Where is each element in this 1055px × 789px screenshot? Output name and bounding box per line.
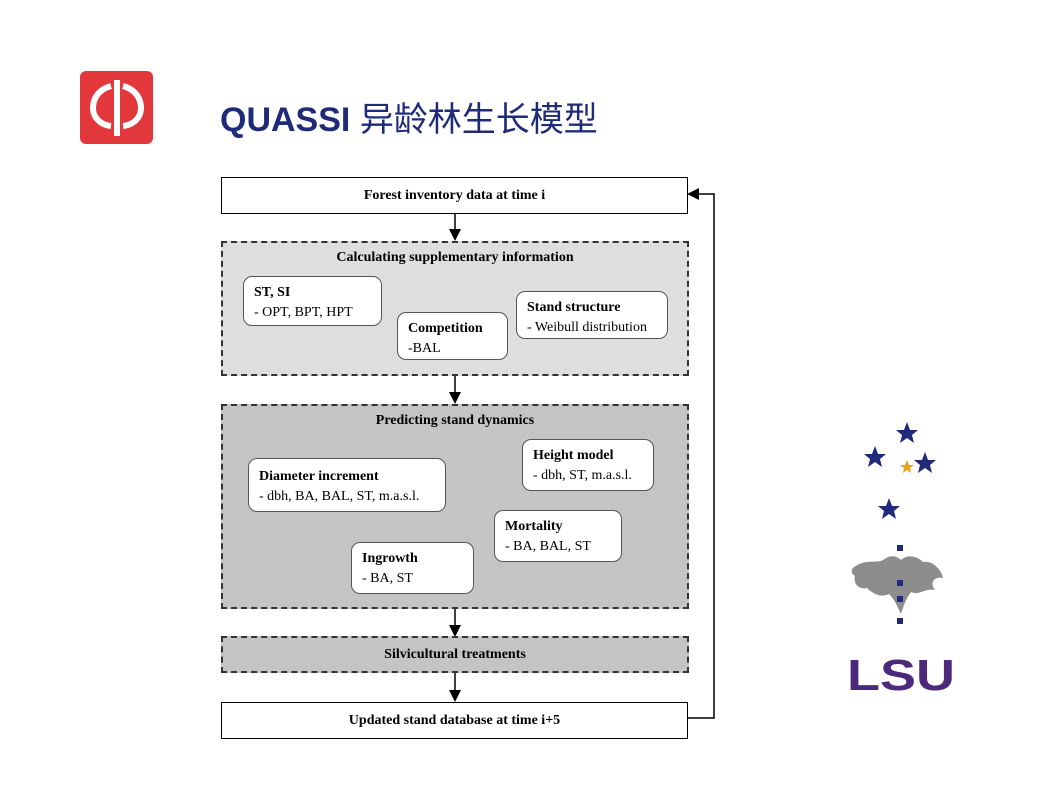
loop-arrow [687,188,715,719]
star-icon [914,452,936,473]
lsu-text: LSU [847,656,955,692]
card-text: - dbh, ST, m.a.s.l. [533,468,632,483]
card-title: Mortality [505,519,563,534]
card-competition: Competition -BAL [397,312,508,360]
title-main: QUASSI [220,101,351,139]
star-icon [864,446,886,467]
card-title: Stand structure [527,300,621,315]
supplementary-label: Calculating supplementary information [336,250,574,265]
card-text: -BAL [408,341,441,356]
end-label: Updated stand database at time i+5 [348,712,561,728]
card-title: Competition [408,321,483,336]
lsu-logo: LSU [847,656,955,692]
card-title: Height model [533,448,614,463]
end-box: Updated stand database at time i+5 [221,702,688,739]
card-title: Diameter increment [259,469,379,484]
star-icon [900,460,914,473]
card-text: - dbh, BA, BAL, ST, m.a.s.l. [259,489,420,504]
card-title: ST, SI [254,285,291,300]
silvicultural-label: Silvicultural treatments [384,646,526,662]
card-text: - Weibull distribution [527,320,647,335]
card-text: - BA, BAL, ST [505,539,591,554]
card-diameter-increment: Diameter increment - dbh, BA, BAL, ST, m… [248,458,446,512]
helsinki-tree-emblem [851,422,943,624]
start-box: Forest inventory data at time i [221,177,688,214]
phi-symbol-icon [89,79,144,136]
card-text: - BA, ST [362,571,413,586]
card-stand-structure: Stand structure - Weibull distribution [516,291,668,339]
card-mortality: Mortality - BA, BAL, ST [494,510,622,562]
slide-title: QUASSI 异龄林生长模型 [220,92,598,141]
card-text: - OPT, BPT, HPT [254,305,353,320]
phi-logo [80,71,153,144]
card-title: Ingrowth [362,551,418,566]
silvicultural-panel: Silvicultural treatments [221,636,689,673]
card-ingrowth: Ingrowth - BA, ST [351,542,474,594]
title-cn: 异龄林生长模型 [359,100,598,140]
star-icon [878,498,900,519]
card-st-si: ST, SI - OPT, BPT, HPT [243,276,382,326]
start-label: Forest inventory data at time i [363,187,546,203]
star-icon [896,422,918,443]
dynamics-label: Predicting stand dynamics [375,413,535,428]
card-height-model: Height model - dbh, ST, m.a.s.l. [522,439,654,491]
